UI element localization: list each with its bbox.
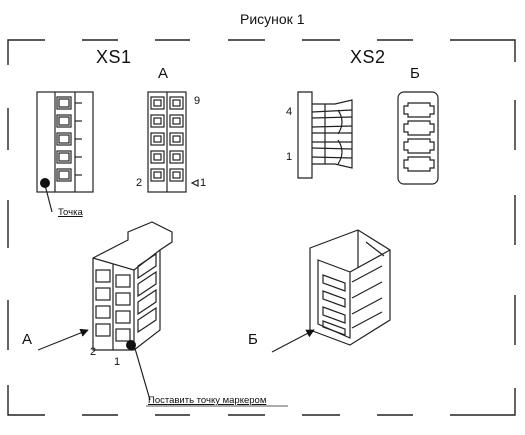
view-b-label: Б (410, 65, 420, 82)
xs1-isometric-view (92, 221, 173, 401)
pin-2-label: 2 (136, 177, 143, 189)
xs2-label: XS2 (350, 47, 386, 67)
reference-dot (40, 178, 50, 188)
xs2-side-view (297, 91, 353, 179)
arrow-b (271, 329, 315, 353)
view-a-label: А (158, 65, 169, 82)
marker-note: Поставить точку маркером (148, 395, 267, 406)
xs2-front-view-b (397, 91, 439, 185)
xs1-label: XS1 (96, 47, 132, 67)
arrow-a-label: А (22, 331, 33, 348)
iso-pin-2-label: 2 (90, 346, 97, 358)
xs1-side-view (36, 91, 94, 213)
xs2-pin-1-label: 1 (286, 151, 293, 163)
pin-9-label: 9 (194, 95, 201, 107)
dashed-frame (7, 39, 516, 416)
marker-dot (126, 340, 136, 350)
dot-note: Точка (58, 207, 83, 218)
xs2-isometric-view (309, 229, 391, 346)
pin-1-label: 1 (200, 177, 207, 189)
figure-title: Рисунок 1 (240, 11, 305, 27)
arrow-a (37, 328, 89, 351)
xs2-pin-4-label: 4 (286, 106, 293, 118)
iso-pin-1-label: 1 (114, 356, 121, 368)
xs1-front-view-a (147, 91, 199, 193)
arrow-b-label: Б (248, 331, 258, 348)
